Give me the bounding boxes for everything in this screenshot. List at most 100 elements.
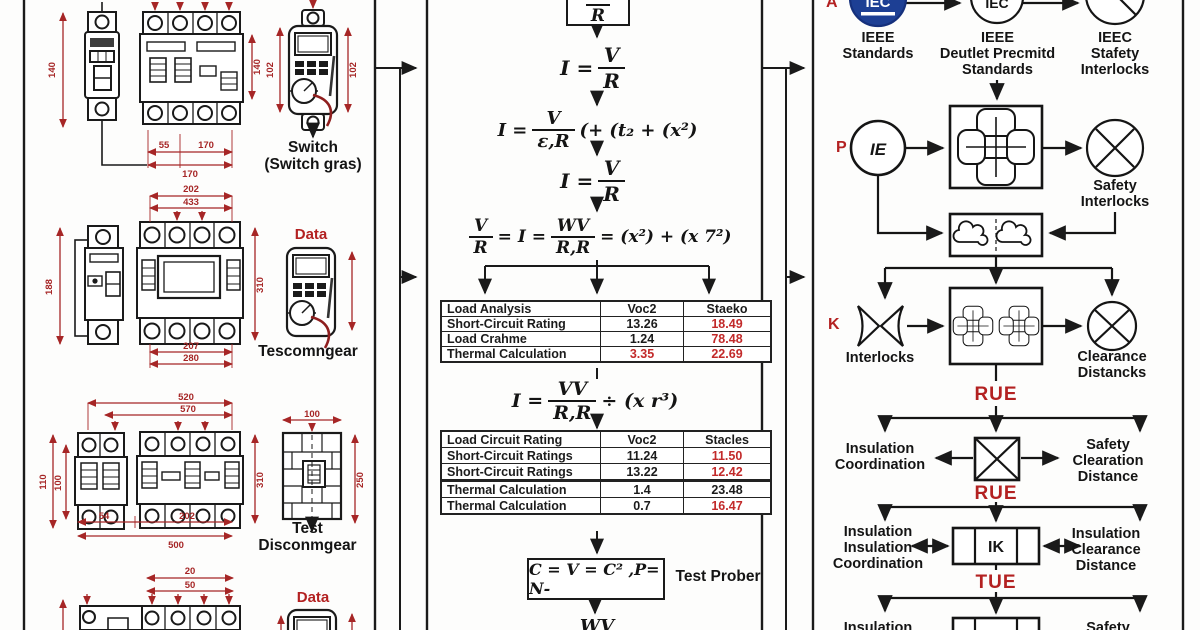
- clearance-icon: [1086, 300, 1138, 352]
- load-circuit-table: Load Circuit Rating Voc2 Stacles Short-C…: [440, 430, 772, 515]
- table-cell: Short-Circuit Ratings: [440, 463, 601, 481]
- table-cell: 16.47: [683, 497, 772, 515]
- right-panel-svg-texts: IEC IEC IE IK: [861, 0, 1009, 556]
- table-row: Thermal Calculation 1.4 23.48: [440, 479, 772, 498]
- rue-label-2: RUE: [974, 483, 1018, 504]
- breaker-single-row2: [74, 225, 124, 345]
- bottom-partial-box: [951, 616, 1041, 630]
- table-cell: Stacles: [683, 430, 772, 448]
- table-cell: Short-Circuit Rating: [440, 316, 601, 332]
- formula-top-box: VR: [566, 0, 630, 26]
- svg-text:280: 280: [183, 353, 199, 364]
- tue-label: TUE: [975, 572, 1017, 593]
- svg-text:102: 102: [348, 62, 359, 78]
- formula-bottom-box: C = V = C² ,P= N-: [527, 558, 665, 600]
- left-panel-dimensions: [49, 0, 359, 630]
- table-cell: Short-Circuit Ratings: [440, 447, 601, 464]
- table-cell: Thermal Calculation: [440, 346, 601, 363]
- svg-text:250: 250: [355, 472, 366, 488]
- svg-text:170: 170: [182, 169, 198, 180]
- middle-panel-arrows: [478, 22, 716, 615]
- svg-text:570: 570: [180, 404, 196, 415]
- table-row: Short-Circuit Ratings 13.22 12.42: [440, 463, 772, 481]
- table-cell: Staeko: [683, 300, 772, 317]
- svg-text:188: 188: [44, 279, 55, 295]
- formula-bottom-frac: WV: [572, 616, 622, 630]
- svg-text:500: 500: [168, 540, 184, 551]
- table-cell: Load Crahme: [440, 331, 601, 347]
- connector-arrows: [375, 61, 806, 630]
- test-prober-label: Test Prober: [675, 568, 761, 585]
- badge-p: P: [836, 139, 847, 156]
- safety-interlocks-icon: [1085, 118, 1145, 178]
- table-row: Short-Circuit Ratings 11.24 11.50: [440, 447, 772, 464]
- table-cell: 1.4: [600, 479, 684, 498]
- svg-text:433: 433: [183, 197, 199, 208]
- svg-text:310: 310: [255, 472, 266, 488]
- breaker-single-row1: [84, 2, 147, 166]
- data-label-row2: Data: [294, 226, 328, 243]
- svg-text:IK: IK: [988, 539, 1004, 556]
- rue-label-1: RUE: [974, 384, 1018, 405]
- svg-text:140: 140: [252, 59, 263, 75]
- svg-text:310: 310: [255, 277, 266, 293]
- table-row: Load Analysis Voc2 Staeko: [440, 300, 772, 317]
- svg-text:102: 102: [265, 62, 276, 78]
- table-cell: Load Circuit Rating: [440, 430, 601, 448]
- svg-text:IE: IE: [870, 140, 887, 159]
- breaker-display-row2: [136, 221, 244, 345]
- envelope-box: [973, 436, 1021, 482]
- table-cell: 18.49: [683, 316, 772, 332]
- multimeter-row2: [285, 246, 337, 350]
- svg-text:IEC: IEC: [865, 0, 890, 11]
- table-cell: Voc2: [600, 430, 684, 448]
- svg-text:IEC: IEC: [985, 0, 1008, 11]
- switch-label: Switch (Switch gras): [264, 139, 362, 173]
- svg-text:55: 55: [159, 140, 170, 151]
- test-box-row3: [281, 426, 343, 533]
- table-cell: Voc2: [600, 300, 684, 317]
- svg-text:110: 110: [38, 474, 49, 489]
- right-panel-flowchart: [848, 0, 1148, 630]
- table-cell: 11.50: [683, 447, 772, 464]
- svg-text:207: 207: [183, 341, 199, 352]
- table-row: Thermal Calculation 0.7 16.47: [440, 497, 772, 515]
- svg-text:170: 170: [198, 140, 214, 151]
- tescomngear-label: Tescomngear: [258, 343, 358, 360]
- table-row: Load Circuit Rating Voc2 Stacles: [440, 430, 772, 448]
- test-disconmgear-label: Test Disconmgear: [258, 520, 357, 554]
- table-cell: 22.69: [683, 346, 772, 363]
- svg-text:202: 202: [179, 511, 195, 522]
- bottom-right-partial-label: Safety: [1086, 620, 1130, 630]
- svg-text:202: 202: [183, 184, 199, 195]
- svg-text:20: 20: [185, 566, 196, 577]
- table-cell: 23.48: [683, 479, 772, 498]
- interlocks-bowtie-icon: [856, 305, 905, 347]
- table-row: Short-Circuit Rating 13.26 18.49: [440, 316, 772, 332]
- table-row: Load Crahme 1.24 78.48: [440, 331, 772, 347]
- table-cell: Thermal Calculation: [440, 479, 601, 498]
- data-label-row4: Data: [296, 589, 330, 606]
- svg-text:54: 54: [99, 511, 110, 522]
- table-cell: 11.24: [600, 447, 684, 464]
- table-cell: 0.7: [600, 497, 684, 515]
- table-cell: 78.48: [683, 331, 772, 347]
- svg-text:100: 100: [53, 475, 64, 491]
- table-cell: Load Analysis: [440, 300, 601, 317]
- left-panel-dim-texts: 140 140 102 102 55 170 170 202 433 188 3…: [38, 59, 366, 591]
- table-cell: Thermal Calculation: [440, 497, 601, 515]
